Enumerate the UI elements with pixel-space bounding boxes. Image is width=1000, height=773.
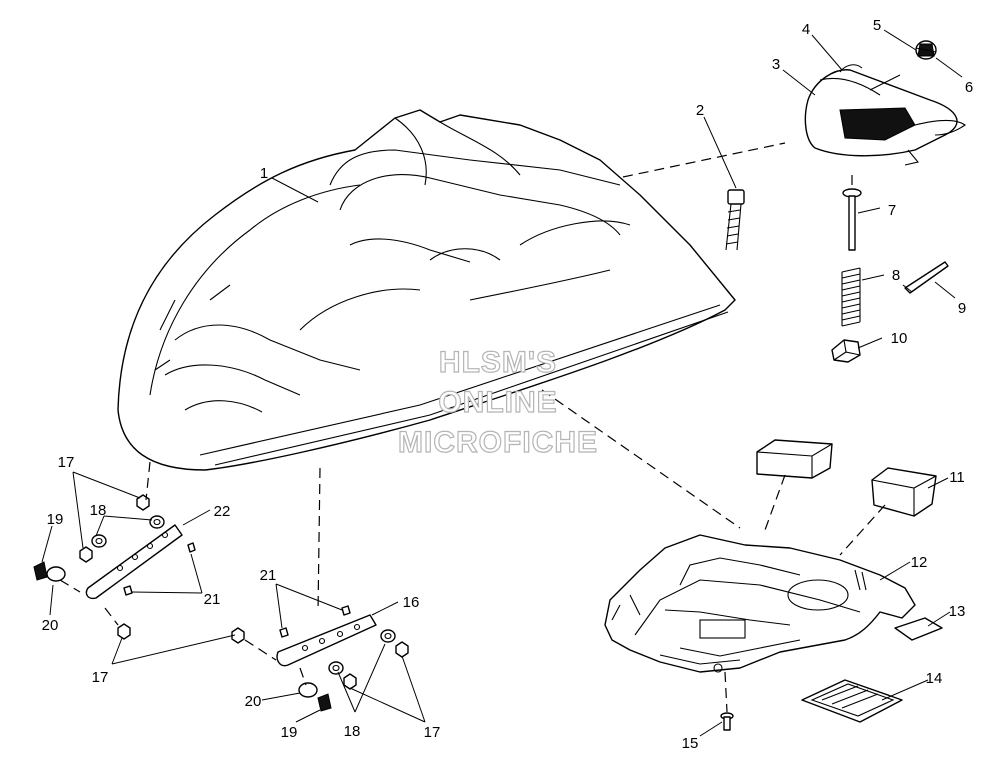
grille-part [801, 679, 903, 723]
callout-1: 1 [260, 165, 268, 182]
belly-pan-part [604, 534, 916, 673]
callout-20: 20 [245, 693, 262, 710]
callout-9: 9 [958, 300, 966, 317]
callout-18: 18 [344, 723, 361, 740]
callout-22: 22 [214, 503, 231, 520]
screw-part [720, 712, 734, 731]
callout-3: 3 [772, 56, 780, 73]
bracket-part [85, 524, 377, 667]
callout-2: 2 [696, 102, 704, 119]
callout-4: 4 [802, 21, 810, 38]
knob-part [831, 339, 861, 363]
callout-21: 21 [260, 567, 277, 584]
callout-5: 5 [873, 17, 881, 34]
watermark-line-1: HLSM'S [439, 346, 557, 379]
callout-14: 14 [926, 670, 943, 687]
callout-7: 7 [888, 202, 896, 219]
decal-part [894, 617, 943, 641]
spring-part [841, 267, 861, 327]
callout-19: 19 [47, 511, 64, 528]
headlight-part [804, 69, 966, 166]
pin-part [842, 188, 862, 251]
leader-lines [41, 29, 963, 737]
strap-part [902, 261, 949, 294]
hood-part [117, 109, 736, 471]
callout-17: 17 [58, 454, 75, 471]
watermark-line-3: MICROFICHE [398, 426, 598, 459]
callout-6: 6 [965, 79, 973, 96]
callout-labels: 1 2 3 4 5 6 7 8 9 10 11 12 13 14 15 16 2… [42, 17, 974, 752]
callout-11: 11 [949, 469, 965, 486]
callout-16: 16 [403, 594, 420, 611]
callout-12: 12 [911, 554, 928, 571]
callout-10: 10 [891, 330, 908, 347]
watermark-line-2: ONLINE [438, 386, 557, 419]
watermark: HLSM'S ONLINE MICROFICHE [397, 345, 598, 459]
callout-21: 21 [204, 591, 221, 608]
callout-17: 17 [92, 669, 109, 686]
bulb-part [839, 40, 937, 73]
callout-18: 18 [90, 502, 107, 519]
callout-13: 13 [949, 603, 966, 620]
callout-15: 15 [682, 735, 699, 752]
callout-19: 19 [281, 724, 298, 741]
callout-8: 8 [892, 267, 900, 284]
callout-17: 17 [424, 724, 441, 741]
adjuster-part [725, 189, 745, 251]
assembly-lines [59, 142, 886, 713]
foam-block-part [756, 439, 937, 517]
callout-20: 20 [42, 617, 59, 634]
hardware-part [33, 494, 409, 712]
